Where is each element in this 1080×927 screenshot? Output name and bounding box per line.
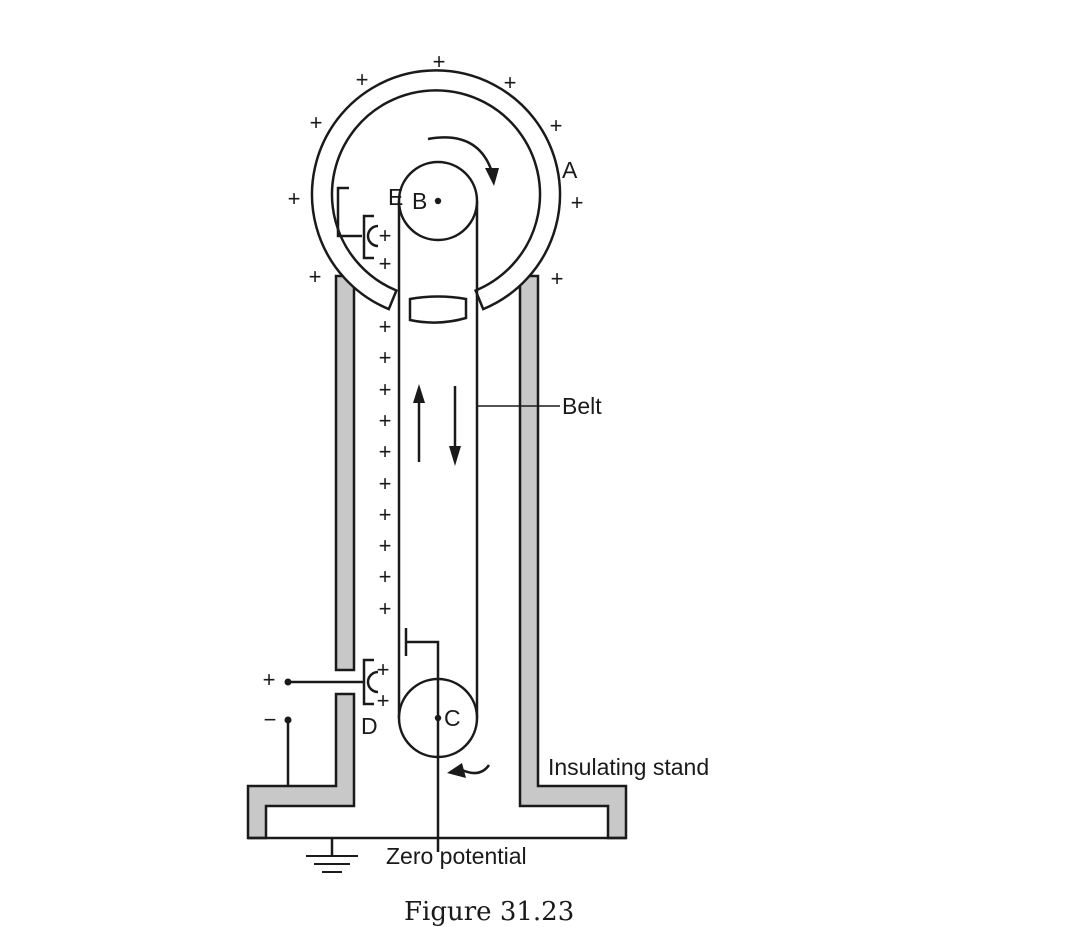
dome-charge-sign: + <box>433 49 446 74</box>
lower-roller-label: C <box>444 705 461 731</box>
dome-charge-sign: + <box>550 113 563 138</box>
upper-comb-label: E <box>388 184 403 210</box>
collector-plate <box>408 295 468 324</box>
lower-comb-label: D <box>361 713 378 739</box>
upper-rotation-arrow <box>427 136 494 173</box>
supply-negative-terminal <box>284 716 292 724</box>
belt-charge-sign: + <box>379 345 392 370</box>
figure-caption: Figure 31.23 <box>404 897 574 927</box>
stand-label: Insulating stand <box>548 754 709 780</box>
earth-wire <box>406 640 440 852</box>
belt-up-arrowhead <box>413 384 425 403</box>
lower-rotation-arrow <box>461 764 491 775</box>
stand-left-wall <box>334 274 356 672</box>
lower-rotation-arrowhead <box>447 763 466 778</box>
dome-charge-sign: + <box>310 110 323 135</box>
lower-comb-charge-sign: + <box>377 688 390 713</box>
upper-comb-wire <box>336 186 362 238</box>
supply-positive-terminal <box>284 678 292 686</box>
upper-comb-charge-sign: + <box>379 223 392 248</box>
lower-comb-tip <box>366 670 379 694</box>
upper-comb-charge-sign: + <box>379 251 392 276</box>
ground-label: Zero potential <box>386 843 527 869</box>
dome-charge-sign: + <box>551 266 564 291</box>
belt-charge-sign: + <box>379 596 392 621</box>
dome-shell <box>310 69 562 311</box>
belt-charge-sign: + <box>379 439 392 464</box>
dome-charge-sign: + <box>288 186 301 211</box>
belt-charge-sign: + <box>379 564 392 589</box>
upper-rotation-arrowhead <box>485 168 499 186</box>
upper-comb <box>362 214 374 260</box>
supply-negative-label: − <box>264 707 277 732</box>
belt-charge-sign: + <box>379 502 392 527</box>
dome-charge-sign: + <box>504 70 517 95</box>
lower-comb <box>362 658 374 706</box>
belt-charge-sign: + <box>379 314 392 339</box>
belt-charge-sign: + <box>379 471 392 496</box>
dome-charge-sign: + <box>571 190 584 215</box>
supply-positive-label: + <box>263 667 276 692</box>
belt-charges: + + + + + + + + + + + + + + <box>377 223 392 713</box>
ground-icon <box>306 855 358 873</box>
upper-roller-axle <box>434 197 442 205</box>
belt-label: Belt <box>562 393 602 419</box>
dome-charge-sign: + <box>356 67 369 92</box>
dome-charges: + + + + + + + + + <box>288 49 584 291</box>
lower-comb-charge-sign: + <box>377 657 390 682</box>
belt-charge-sign: + <box>379 533 392 558</box>
belt-down-arrowhead <box>449 446 461 466</box>
upper-roller-label: B <box>412 188 427 214</box>
dome-charge-sign: + <box>309 264 322 289</box>
upper-comb-tip <box>366 224 379 248</box>
dome-label: A <box>562 157 578 183</box>
belt-charge-sign: + <box>379 377 392 402</box>
belt-charge-sign: + <box>379 408 392 433</box>
